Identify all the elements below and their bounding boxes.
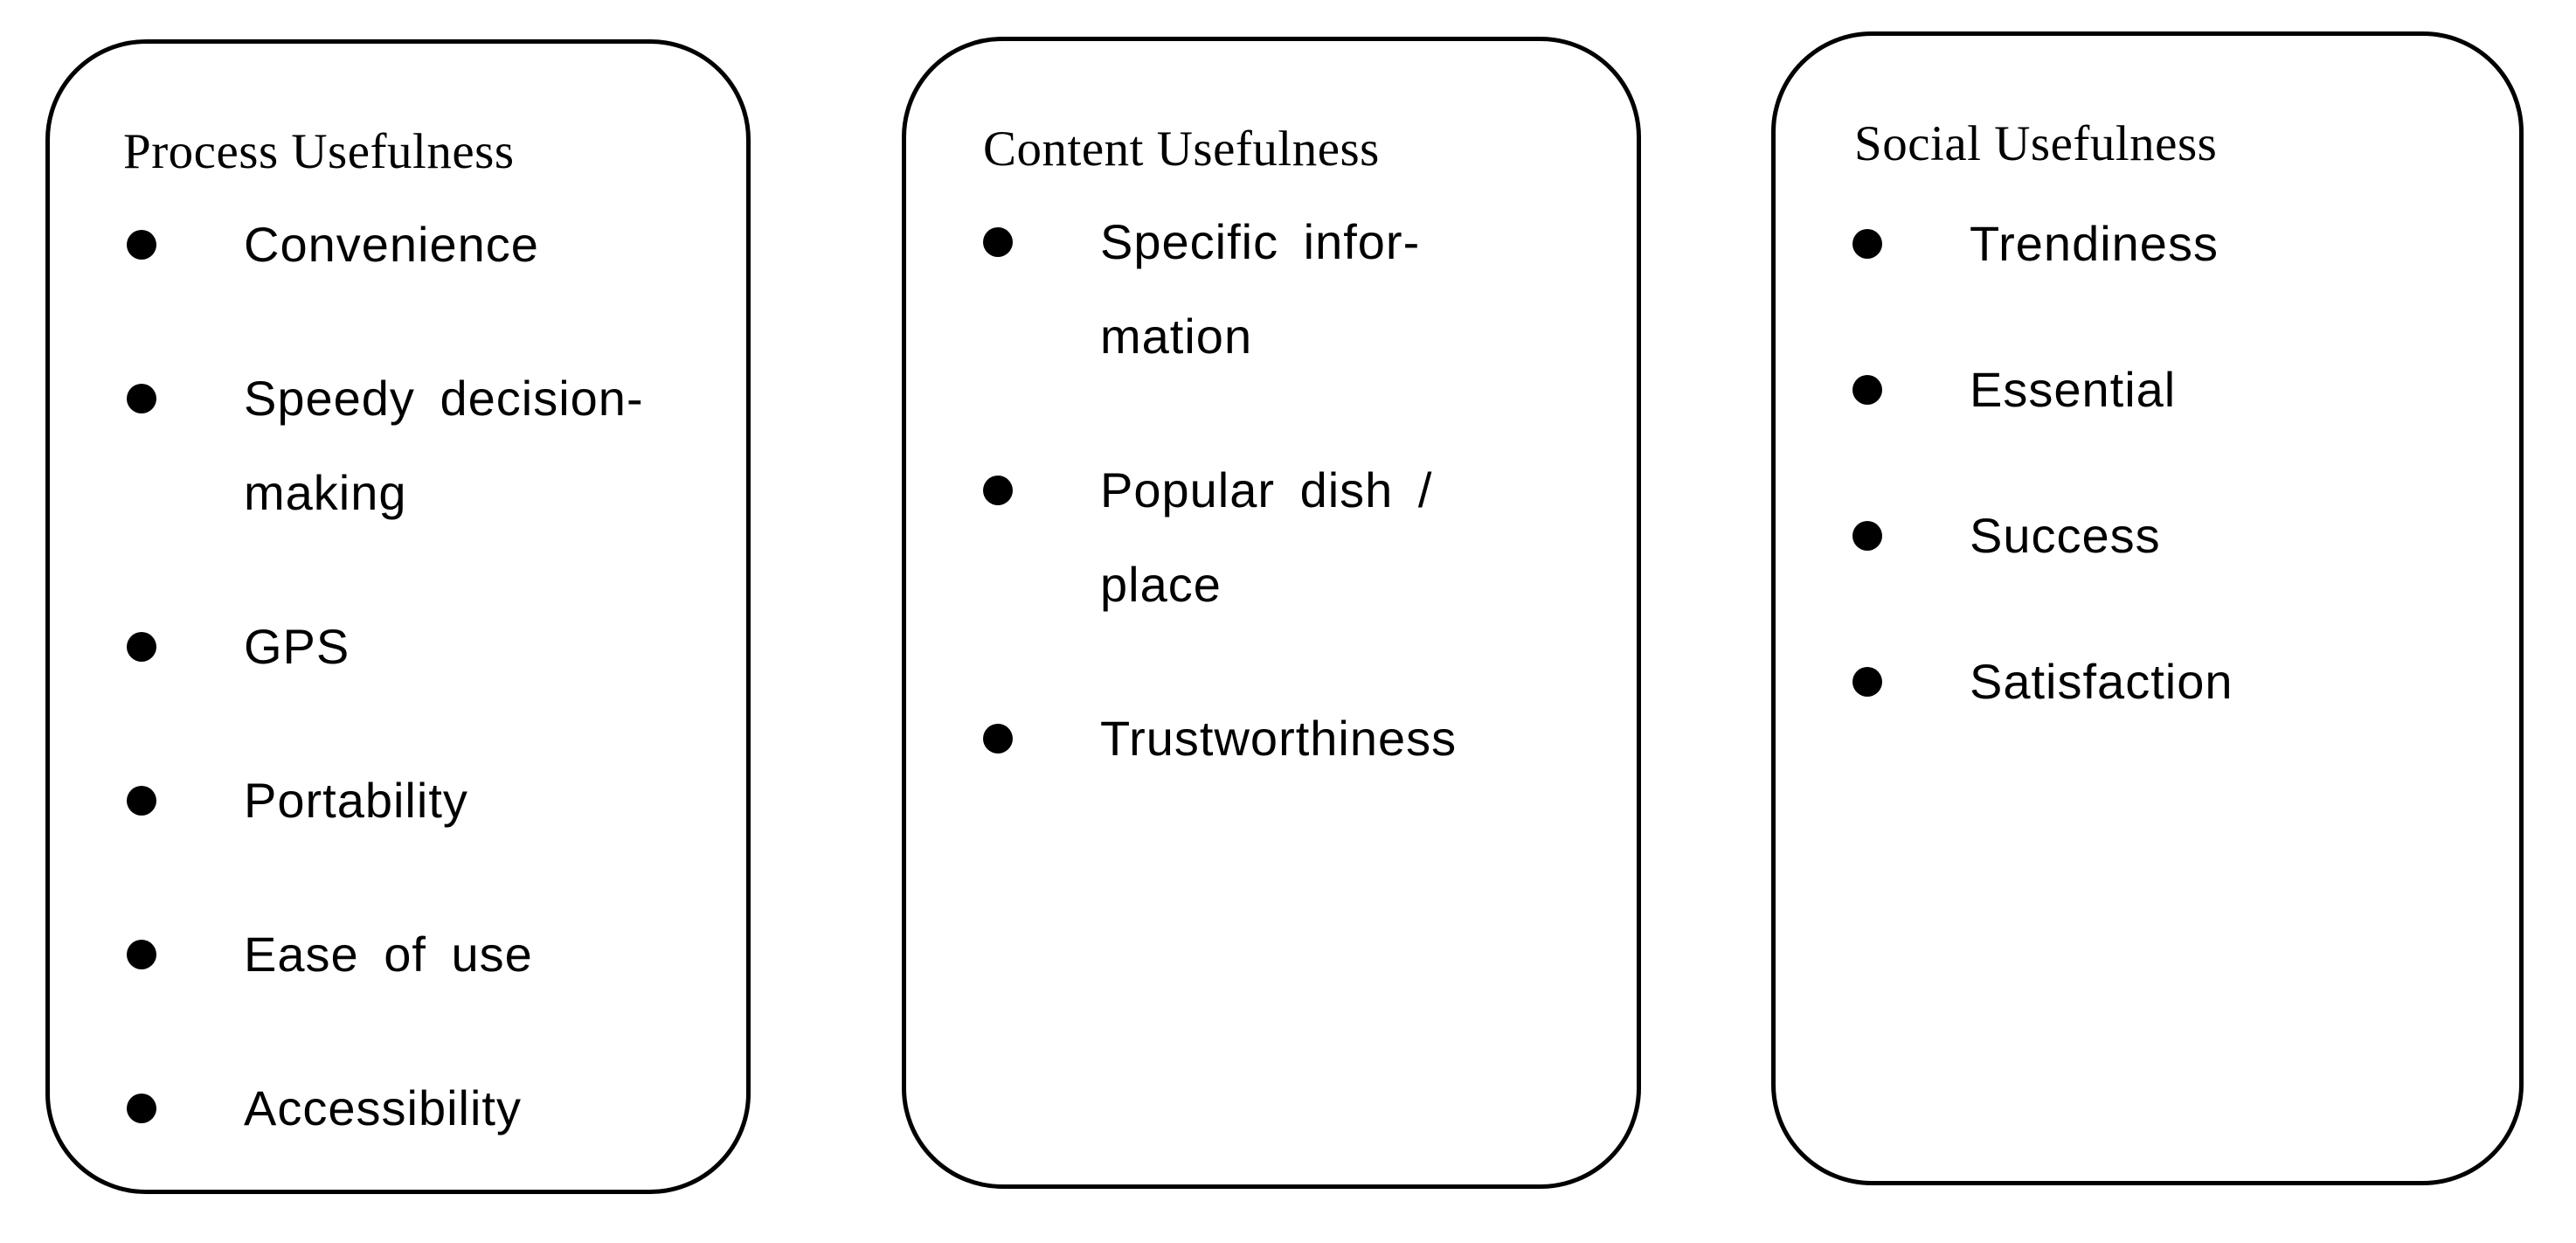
panel-title: Content Usefulness [983,122,1380,177]
item-text: making [244,465,407,520]
item-text: Portability [244,773,468,828]
item-text: Satisfaction [1970,654,2233,709]
item-list: Convenience Speedy decision- making GPS … [50,198,746,1156]
list-item: Ease of use [50,907,746,1002]
item-text: Trustworthiness [1100,711,1458,766]
item-text: Ease of use [244,927,533,982]
list-item: Success [1776,489,2519,583]
list-item: Portability [50,753,746,848]
panel-title: Process Usefulness [123,124,515,179]
bullet-icon [983,476,1013,505]
bullet-icon [983,227,1013,257]
item-text: place [1100,557,1222,612]
list-item: Speedy decision- making [50,351,746,540]
bullet-icon [983,724,1013,753]
bullet-icon [127,632,156,662]
list-item: Essential [1776,343,2519,437]
bullet-icon [127,1094,156,1123]
item-text: mation [1100,309,1253,364]
bullet-icon [127,786,156,816]
bullet-icon [1852,375,1882,405]
bullet-icon [127,230,156,260]
item-text: Popular dish / [1100,462,1433,517]
item-text: Essential [1970,362,2177,417]
item-list: Specific infor- mation Popular dish / pl… [906,195,1637,786]
bullet-icon [127,940,156,969]
panel-process-usefulness: Process Usefulness Convenience Speedy de… [45,39,751,1194]
panel-title: Social Usefulness [1854,116,2218,171]
panel-content-usefulness: Content Usefulness Specific infor- matio… [902,37,1641,1189]
item-text: Success [1970,508,2161,563]
panel-social-usefulness: Social Usefulness Trendiness Essential S… [1771,31,2524,1185]
list-item: GPS [50,600,746,694]
list-item: Popular dish / place [906,443,1637,632]
item-text: Accessibility [244,1080,522,1135]
list-item: Trendiness [1776,197,2519,291]
item-text: GPS [244,619,350,674]
list-item: Convenience [50,198,746,292]
list-item: Accessibility [50,1061,746,1156]
list-item: Specific infor- mation [906,195,1637,384]
bullet-icon [1852,667,1882,697]
list-item: Satisfaction [1776,635,2519,729]
item-list: Trendiness Essential Success Satisfactio… [1776,197,2519,729]
item-text: Speedy decision- [244,371,644,426]
bullet-icon [127,384,156,413]
item-text: Trendiness [1970,216,2219,271]
bullet-icon [1852,521,1882,551]
item-text: Specific infor- [1100,214,1421,269]
bullet-icon [1852,229,1882,259]
item-text: Convenience [244,217,539,272]
list-item: Trustworthiness [906,691,1637,786]
